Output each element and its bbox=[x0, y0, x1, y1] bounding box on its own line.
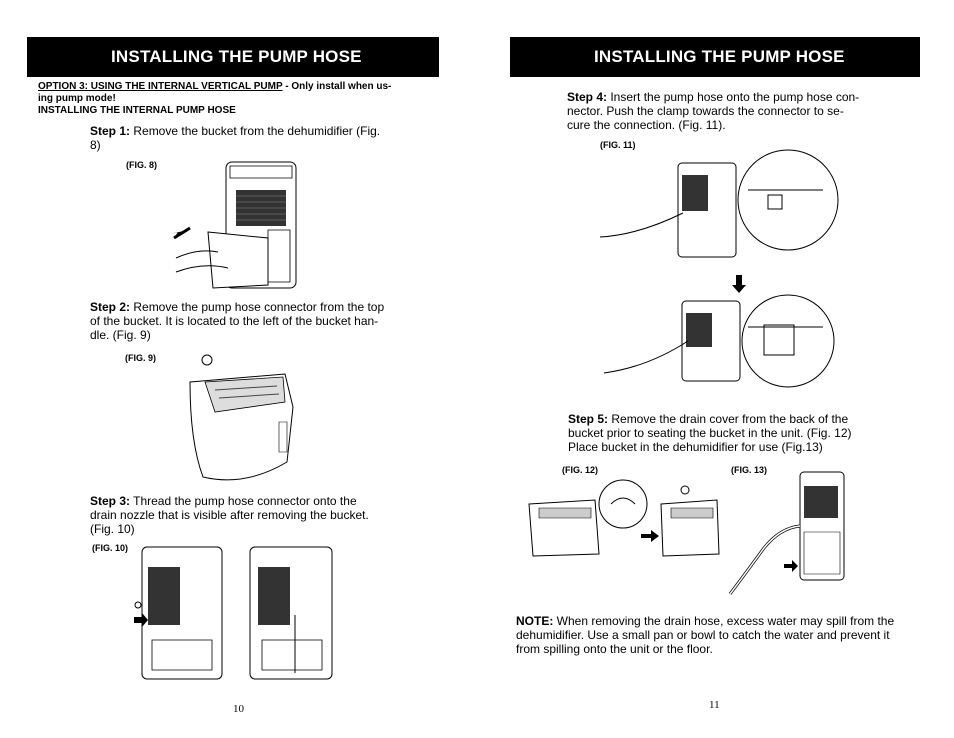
fig9-caption: (FIG. 9) bbox=[125, 353, 156, 363]
note-label: NOTE: bbox=[516, 614, 554, 628]
step1-line2: 8) bbox=[90, 138, 101, 152]
fig8-caption: (FIG. 8) bbox=[126, 160, 157, 170]
option-note-2: ing pump mode! bbox=[38, 93, 116, 104]
right-page-number: 11 bbox=[709, 699, 720, 711]
step2-label: Step 2: bbox=[90, 300, 131, 314]
option-note-line-2: ing pump mode! bbox=[38, 93, 116, 105]
fig10-caption: (FIG. 10) bbox=[92, 543, 129, 553]
step4-line1: Insert the pump hose onto the pump hose … bbox=[607, 90, 860, 104]
step5-line3: Place bucket in the dehumidifier for use… bbox=[568, 440, 823, 454]
step2-line2: of the bucket. It is located to the left… bbox=[90, 314, 379, 328]
fig9-illustration bbox=[185, 352, 300, 484]
left-header-bar: INSTALLING THE PUMP HOSE bbox=[27, 37, 439, 77]
note-line3: from spilling onto the unit or the floor… bbox=[516, 642, 713, 656]
step4-text: Step 4: Insert the pump hose onto the pu… bbox=[567, 90, 859, 132]
fig11-caption: (FIG. 11) bbox=[600, 140, 636, 150]
fig12-illustration bbox=[525, 478, 725, 560]
step1-line1: Remove the bucket from the dehumidifier … bbox=[130, 124, 381, 138]
step4-label: Step 4: bbox=[567, 90, 608, 104]
right-header-title: INSTALLING THE PUMP HOSE bbox=[594, 47, 845, 66]
fig8-illustration bbox=[170, 160, 308, 292]
step1-text: Step 1: Remove the bucket from the dehum… bbox=[90, 124, 380, 152]
fig12-caption: (FIG. 12) bbox=[562, 465, 599, 475]
subheading: INSTALLING THE INTERNAL PUMP HOSE bbox=[38, 105, 236, 116]
step5-line1: Remove the drain cover from the back of … bbox=[608, 412, 849, 426]
option-note-1: - Only install when us- bbox=[282, 81, 392, 92]
step4-line2: nector. Push the clamp towards the conne… bbox=[567, 104, 844, 118]
step3-line1: Thread the pump hose connector onto the bbox=[130, 494, 357, 508]
step2-text: Step 2: Remove the pump hose connector f… bbox=[90, 300, 384, 342]
step3-text: Step 3: Thread the pump hose connector o… bbox=[90, 494, 369, 536]
step3-line2: drain nozzle that is visible after remov… bbox=[90, 508, 369, 522]
step5-line2: bucket prior to seating the bucket in th… bbox=[568, 426, 852, 440]
step1-label: Step 1: bbox=[90, 124, 131, 138]
fig13-caption: (FIG. 13) bbox=[731, 465, 768, 475]
fig13-illustration bbox=[728, 470, 848, 598]
note-line2: dehumidifier. Use a small pan or bowl to… bbox=[516, 628, 890, 642]
step2-line3: dle. (Fig. 9) bbox=[90, 328, 151, 342]
option-title: OPTION 3: USING THE INTERNAL VERTICAL PU… bbox=[38, 81, 283, 92]
fig10-illustration bbox=[134, 545, 345, 683]
step5-label: Step 5: bbox=[568, 412, 609, 426]
note-text: NOTE: When removing the drain hose, exce… bbox=[516, 614, 894, 656]
left-page-number: 10 bbox=[233, 703, 244, 715]
option-title-line: OPTION 3: USING THE INTERNAL VERTICAL PU… bbox=[38, 81, 391, 93]
step5-text: Step 5: Remove the drain cover from the … bbox=[568, 412, 852, 454]
step2-line1: Remove the pump hose connector from the … bbox=[130, 300, 385, 314]
note-line1: When removing the drain hose, excess wat… bbox=[553, 614, 895, 628]
fig11-illustration bbox=[598, 155, 828, 385]
right-header-bar: INSTALLING THE PUMP HOSE bbox=[510, 37, 920, 77]
step3-line3: (Fig. 10) bbox=[90, 522, 135, 536]
step4-line3: cure the connection. (Fig. 11). bbox=[567, 118, 726, 132]
left-header-title: INSTALLING THE PUMP HOSE bbox=[111, 47, 362, 66]
step3-label: Step 3: bbox=[90, 494, 131, 508]
